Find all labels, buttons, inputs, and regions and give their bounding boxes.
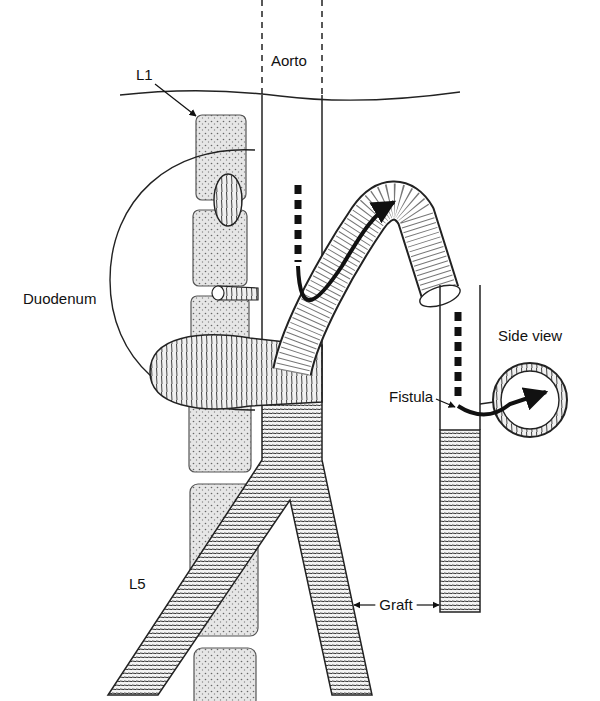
aorta-wall-hidden bbox=[261, 0, 263, 95]
graft-label: Graft bbox=[378, 596, 413, 614]
duodenum-cut-end bbox=[212, 286, 224, 300]
blood-flow-dashes bbox=[455, 312, 462, 402]
bowel-folds bbox=[292, 200, 440, 372]
duodenum-fourth-part bbox=[292, 200, 440, 372]
blood-flow-dashes bbox=[295, 185, 302, 262]
bowel-lumen bbox=[292, 200, 440, 372]
aorta-wall bbox=[261, 95, 263, 350]
fistula-tract bbox=[480, 402, 494, 404]
side-view bbox=[440, 285, 567, 612]
aorta-wall-hidden bbox=[321, 0, 323, 95]
blood-flow-arrow bbox=[458, 392, 546, 415]
diaphragm-line bbox=[120, 91, 460, 100]
aorta-wall bbox=[479, 285, 481, 430]
view-label: Side view bbox=[497, 327, 563, 345]
lesion-label: Fistula bbox=[388, 388, 434, 406]
vertebra-label: L5 bbox=[128, 575, 147, 593]
leader-line bbox=[436, 399, 455, 407]
duodenum-cut-end bbox=[214, 174, 242, 226]
vertebra-label: L1 bbox=[135, 66, 154, 84]
duodenum-cross-section bbox=[493, 363, 567, 437]
organ-label: Duodenum bbox=[22, 290, 97, 308]
vessel-label: Aorto bbox=[270, 52, 308, 70]
blood-flow-arrow bbox=[298, 202, 394, 300]
leader-line bbox=[417, 604, 439, 605]
duodenum-lumen bbox=[501, 371, 559, 429]
bowel-wall bbox=[292, 200, 440, 372]
leader-line bbox=[354, 604, 375, 605]
vertebra bbox=[194, 648, 256, 701]
graft-segment bbox=[440, 430, 480, 612]
leader-line bbox=[155, 84, 196, 116]
aorta-wall bbox=[439, 285, 441, 430]
